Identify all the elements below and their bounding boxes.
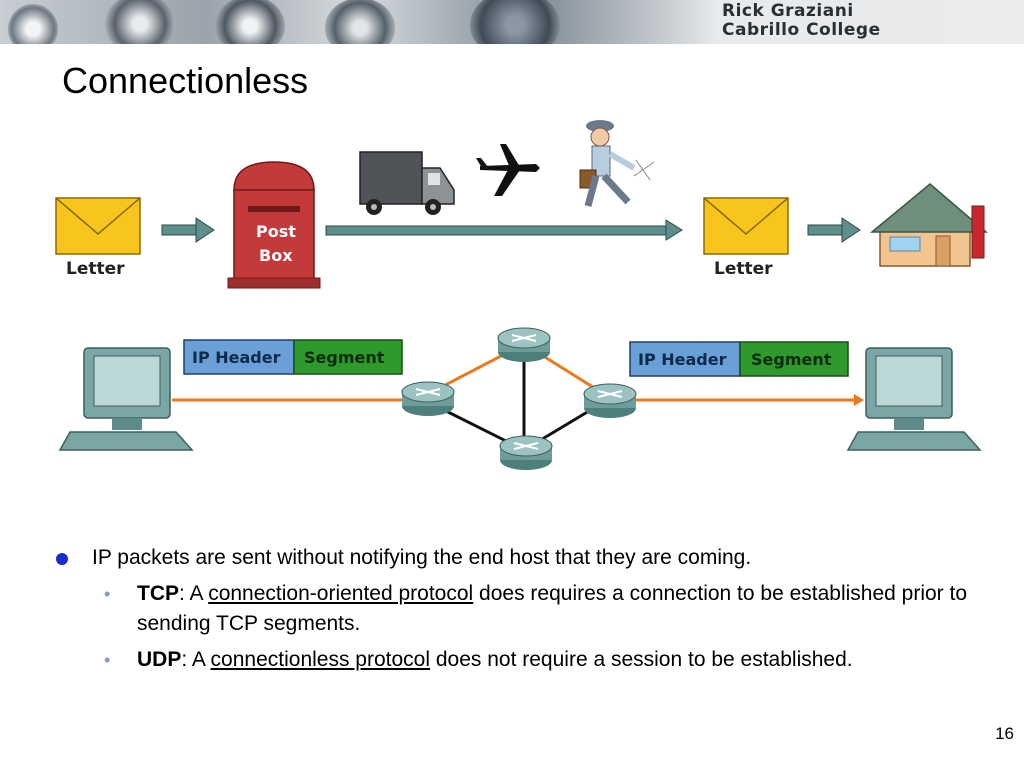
- segment-label-left: Segment: [304, 348, 385, 367]
- house-icon: [869, 183, 989, 267]
- ip-header-label-right: IP Header: [638, 350, 727, 369]
- banner-college-name: Cabrillo College: [722, 20, 881, 40]
- router-1-icon: [401, 381, 455, 416]
- postal-illustration: Letter Post Box: [55, 120, 989, 289]
- post-box-label-line2: Box: [259, 246, 293, 265]
- bullet-tcp: • TCP: A connection-oriented protocol do…: [56, 579, 996, 639]
- ip-header-box-right: [629, 341, 741, 377]
- udp-term: UDP: [137, 648, 182, 671]
- banner-author-name: Rick Graziani: [722, 1, 854, 21]
- host-computer-right-icon: [846, 347, 982, 451]
- segment-label-right: Segment: [751, 350, 832, 369]
- header-banner: Rick Graziani Cabrillo College: [0, 0, 1024, 44]
- bullet-dot-icon: [56, 553, 68, 565]
- router-4-icon: [499, 435, 553, 470]
- tcp-term: TCP: [137, 582, 179, 605]
- arrow-to-postbox-icon: [161, 217, 215, 243]
- segment-box-left: [293, 339, 403, 375]
- bullet-main: IP packets are sent without notifying th…: [56, 543, 996, 573]
- bullet-main-text: IP packets are sent without notifying th…: [92, 546, 752, 569]
- tcp-pre: : A: [179, 582, 209, 605]
- transit-arrow-icon: [325, 219, 683, 241]
- arrow-to-house-icon: [807, 217, 861, 243]
- sub-bullet-dot-icon: •: [104, 650, 111, 670]
- bullet-udp: • UDP: A connectionless protocol does no…: [56, 645, 996, 675]
- delivery-truck-icon: [359, 151, 455, 215]
- network-illustration: IP Header Segment IP Header Segment: [58, 327, 982, 470]
- sub-bullet-dot-icon: •: [104, 584, 111, 604]
- udp-post: does not require a session to be establi…: [430, 648, 853, 671]
- udp-pre: : A: [181, 648, 211, 671]
- letter-envelope-left-icon: [55, 197, 141, 255]
- tcp-link[interactable]: connection-oriented protocol: [208, 582, 474, 605]
- post-box-icon: [227, 161, 321, 289]
- slide-title: Connectionless: [62, 60, 309, 101]
- udp-link[interactable]: connectionless protocol: [210, 648, 431, 671]
- host-computer-left-icon: [58, 347, 194, 451]
- ip-header-box-left: [183, 339, 295, 375]
- mail-carrier-icon: [579, 120, 655, 207]
- segment-box-right: [739, 341, 849, 377]
- bullet-list: IP packets are sent without notifying th…: [56, 543, 996, 675]
- letter-label-left: Letter: [66, 259, 125, 279]
- page-number: 16: [995, 724, 1014, 743]
- router-2-icon: [497, 327, 551, 362]
- post-box-label-line1: Post: [256, 222, 296, 241]
- airplane-icon: [476, 144, 540, 196]
- ip-header-label-left: IP Header: [192, 348, 281, 367]
- banner-author: Rick Graziani Cabrillo College: [722, 2, 881, 40]
- tcp-post: does requires a connection to be establi…: [137, 582, 968, 635]
- letter-label-right: Letter: [714, 259, 773, 279]
- packet-right: IP Header Segment: [629, 341, 849, 377]
- path-arrowhead-icon: [854, 394, 864, 406]
- packet-left: IP Header Segment: [183, 339, 403, 375]
- router-3-icon: [583, 383, 637, 418]
- letter-envelope-right-icon: [703, 197, 789, 255]
